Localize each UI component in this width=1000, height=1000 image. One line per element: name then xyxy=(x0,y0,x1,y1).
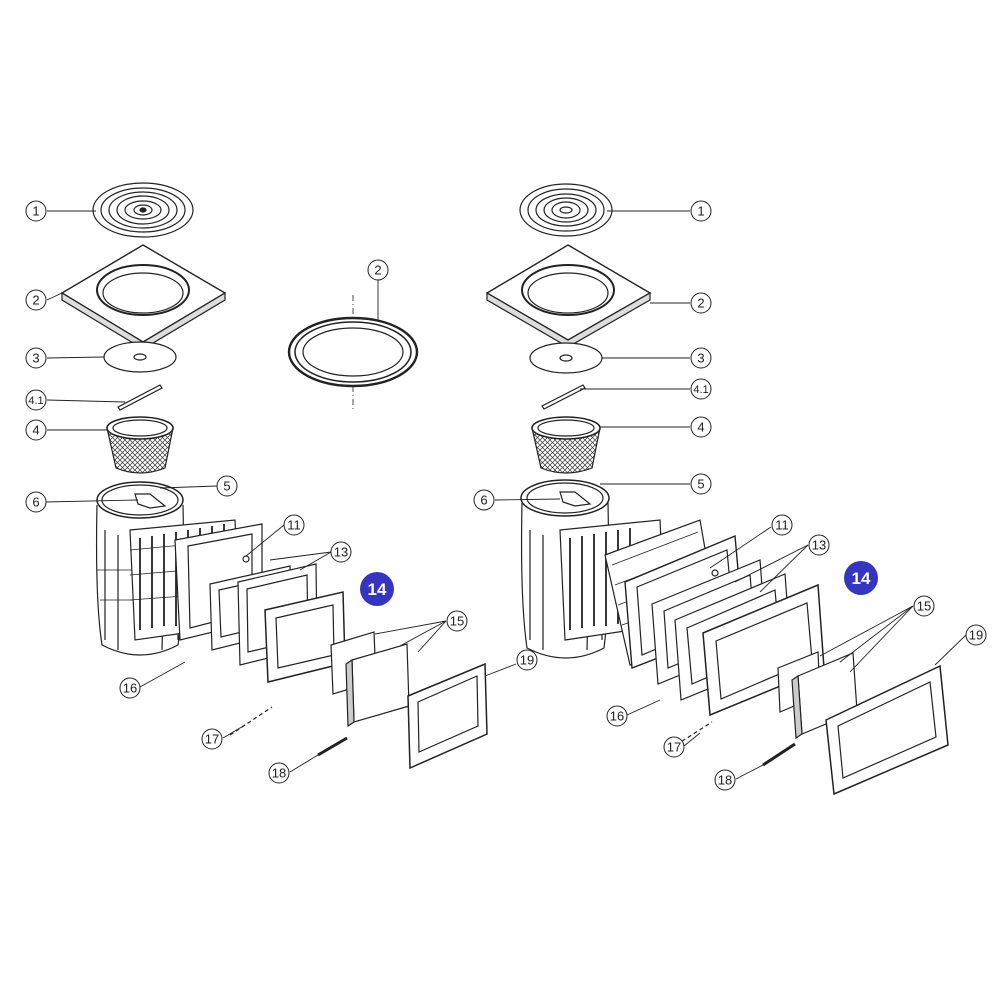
left-screw-leader xyxy=(229,706,273,736)
callout-right-15: 15 xyxy=(913,595,935,617)
left-skimmer-assembly xyxy=(60,182,488,770)
svg-text:1: 1 xyxy=(32,204,39,219)
callout-right-1: 1 xyxy=(690,200,712,222)
svg-text:14: 14 xyxy=(368,580,387,599)
left-flap-weir xyxy=(330,631,410,728)
svg-text:6: 6 xyxy=(480,493,487,508)
callout-right-16: 16 xyxy=(606,705,628,727)
svg-text:11: 11 xyxy=(775,518,789,533)
callout-right-11: 11 xyxy=(771,514,793,536)
svg-text:3: 3 xyxy=(697,351,704,366)
callout-left-11: 11 xyxy=(283,514,305,536)
callout-left-13: 13 xyxy=(330,541,352,563)
svg-text:18: 18 xyxy=(718,773,732,788)
callout-right-4: 4 xyxy=(690,416,712,438)
svg-text:15: 15 xyxy=(450,614,464,629)
callout-right-2: 2 xyxy=(690,292,712,314)
svg-text:15: 15 xyxy=(917,599,931,614)
callout-middle-2: 2 xyxy=(367,259,389,281)
callout-left-6: 6 xyxy=(25,491,47,513)
svg-text:1: 1 xyxy=(697,204,704,219)
callout-right-13: 13 xyxy=(808,534,830,556)
callout-right-4-1: 4.1 xyxy=(690,378,712,400)
left-disc-plate xyxy=(103,341,177,373)
svg-text:3: 3 xyxy=(32,351,39,366)
svg-text:2: 2 xyxy=(697,296,704,311)
callout-left-17: 17 xyxy=(201,728,223,750)
left-faceplate-frame xyxy=(407,662,488,770)
left-plug xyxy=(242,555,250,563)
callout-left-4: 4 xyxy=(25,419,47,441)
middle-gasket-ring xyxy=(287,295,419,410)
svg-text:16: 16 xyxy=(610,709,624,724)
callout-left-19: 19 xyxy=(516,649,538,671)
svg-text:16: 16 xyxy=(123,681,137,696)
svg-text:5: 5 xyxy=(697,477,704,492)
right-faceplate-frame xyxy=(825,664,949,796)
left-basket xyxy=(106,416,174,474)
svg-text:14: 14 xyxy=(852,569,871,588)
svg-text:13: 13 xyxy=(334,545,348,560)
right-lid-cover xyxy=(519,183,613,237)
svg-text:2: 2 xyxy=(32,293,39,308)
right-disc-plate xyxy=(529,342,603,374)
callout-right-18: 18 xyxy=(714,769,736,791)
callout-right-14-highlight: 14 xyxy=(844,561,878,595)
svg-text:4.1: 4.1 xyxy=(28,395,43,407)
callout-left-1: 1 xyxy=(25,200,47,222)
svg-text:6: 6 xyxy=(32,495,39,510)
callout-right-6: 6 xyxy=(473,489,495,511)
svg-text:4.1: 4.1 xyxy=(693,384,708,396)
svg-text:11: 11 xyxy=(287,518,301,533)
left-lid-cover xyxy=(92,182,194,238)
right-pin xyxy=(762,742,796,767)
left-wire-spring xyxy=(117,384,163,411)
right-basket xyxy=(531,416,601,474)
right-plug xyxy=(711,569,719,577)
callout-left-15: 15 xyxy=(446,610,468,632)
callout-left-14-highlight: 14 xyxy=(360,572,394,606)
right-wire-spring xyxy=(541,384,586,410)
callout-left-16: 16 xyxy=(119,677,141,699)
svg-text:19: 19 xyxy=(969,628,983,643)
svg-text:4: 4 xyxy=(32,423,39,438)
leader-lines xyxy=(44,210,967,780)
left-square-collar xyxy=(60,244,227,350)
svg-text:17: 17 xyxy=(667,740,681,755)
svg-text:13: 13 xyxy=(812,538,826,553)
svg-text:2: 2 xyxy=(374,263,381,278)
callout-right-3: 3 xyxy=(690,347,712,369)
callout-right-19: 19 xyxy=(965,624,987,646)
svg-text:5: 5 xyxy=(223,479,230,494)
callout-left-4-1: 4.1 xyxy=(25,389,47,411)
right-skimmer-assembly xyxy=(485,183,949,796)
callouts-left: 1 2 3 4.1 4 6 5 11 13 14 15 16 17 18 19 xyxy=(25,200,538,784)
callouts-right: 1 2 3 4.1 4 5 6 11 13 14 15 19 16 17 18 xyxy=(473,200,987,791)
callout-left-3: 3 xyxy=(25,347,47,369)
svg-text:4: 4 xyxy=(697,420,704,435)
callout-left-18: 18 xyxy=(268,762,290,784)
svg-text:17: 17 xyxy=(205,732,219,747)
svg-text:18: 18 xyxy=(272,766,286,781)
callout-left-2: 2 xyxy=(25,289,47,311)
right-square-collar xyxy=(485,244,652,348)
callout-right-17: 17 xyxy=(663,736,685,758)
callout-left-5: 5 xyxy=(216,475,238,497)
callout-right-5: 5 xyxy=(690,473,712,495)
left-pin xyxy=(317,736,348,757)
svg-text:19: 19 xyxy=(520,653,534,668)
